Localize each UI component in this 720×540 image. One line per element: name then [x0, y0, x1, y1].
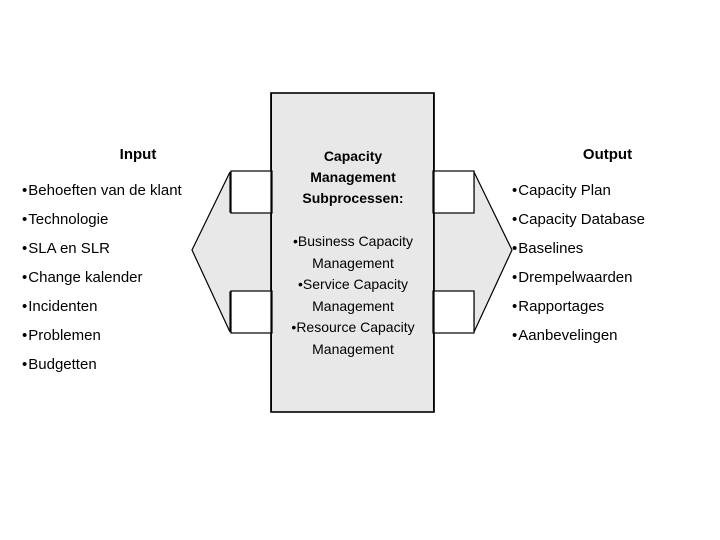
- list-item: •Change kalender: [10, 263, 266, 292]
- bullet-icon: •: [22, 269, 28, 286]
- subprocess-label-line2: Management: [312, 297, 394, 314]
- list-item: •Resource Capacity: [272, 317, 434, 339]
- notch-bottom-right: [432, 290, 475, 334]
- subprocess-list: •Business Capacity Management •Service C…: [272, 231, 434, 360]
- bullet-icon: •: [22, 211, 28, 228]
- input-item-label: Incidenten: [28, 298, 98, 315]
- input-item-label: Behoeften van de klant: [28, 182, 182, 199]
- bullet-icon: •: [22, 327, 28, 344]
- subprocess-label-line2-row: Management: [272, 339, 434, 361]
- input-column: Input •Behoeften van de klant •Technolog…: [10, 146, 266, 379]
- input-heading: Input: [119, 146, 157, 163]
- output-list: •Capacity Plan •Capacity Database •Basel…: [500, 176, 715, 350]
- bullet-icon: •: [512, 269, 518, 286]
- output-item-label: Aanbevelingen: [518, 327, 618, 344]
- input-item-label: Budgetten: [28, 356, 97, 373]
- arrow-shaft-overlap: [271, 212, 434, 292]
- bullet-icon: •: [512, 298, 518, 315]
- output-heading: Output: [582, 146, 633, 163]
- input-item-label: SLA en SLR: [28, 240, 110, 257]
- notch-bottom-left: [230, 290, 273, 334]
- list-item: •Aanbevelingen: [500, 321, 715, 350]
- bullet-icon: •: [512, 211, 518, 228]
- list-item: •Baselines: [500, 234, 715, 263]
- process-title-line: Capacity: [323, 148, 383, 164]
- bullet-icon: •: [22, 240, 28, 257]
- process-text-block: Capacity Management Subprocessen: •Busin…: [272, 146, 434, 360]
- input-list: •Behoeften van de klant •Technologie •SL…: [10, 176, 266, 379]
- process-title: Capacity Management Subprocessen:: [272, 146, 434, 209]
- list-item: •SLA en SLR: [10, 234, 266, 263]
- input-item-label: Change kalender: [28, 269, 143, 286]
- process-title-line: Management: [310, 169, 396, 185]
- bullet-icon: •: [291, 319, 297, 335]
- output-item-label: Drempelwaarden: [518, 269, 633, 286]
- subprocess-label-line2-row: Management: [272, 253, 434, 275]
- list-item: •Business Capacity: [272, 231, 434, 253]
- output-item-label: Baselines: [518, 240, 584, 257]
- input-item-label: Technologie: [28, 211, 109, 228]
- subprocess-label-line2: Management: [312, 254, 394, 271]
- list-item: •Rapportages: [500, 292, 715, 321]
- list-item: •Drempelwaarden: [500, 263, 715, 292]
- list-item: •Behoeften van de klant: [10, 176, 266, 205]
- output-item-label: Rapportages: [518, 298, 605, 315]
- subprocess-label-line1: Resource Capacity: [296, 319, 415, 335]
- bullet-icon: •: [22, 182, 28, 199]
- list-item: •Service Capacity: [272, 274, 434, 296]
- list-item: •Incidenten: [10, 292, 266, 321]
- process-title-line: Subprocessen:: [302, 190, 404, 206]
- input-item-label: Problemen: [28, 327, 101, 344]
- list-item: •Capacity Plan: [500, 176, 715, 205]
- list-item: •Technologie: [10, 205, 266, 234]
- subprocess-label-line1: Service Capacity: [302, 276, 408, 292]
- list-item: •Budgetten: [10, 350, 266, 379]
- bullet-icon: •: [512, 182, 518, 199]
- notch-top-right: [432, 170, 475, 214]
- subprocess-label-line2-row: Management: [272, 296, 434, 318]
- output-item-label: Capacity Plan: [518, 182, 611, 199]
- list-item: •Problemen: [10, 321, 266, 350]
- bullet-icon: •: [298, 276, 303, 292]
- bullet-icon: •: [512, 327, 518, 344]
- list-item: •Capacity Database: [500, 205, 715, 234]
- output-item-label: Capacity Database: [518, 211, 646, 228]
- bullet-icon: •: [512, 240, 518, 257]
- bullet-icon: •: [22, 356, 28, 373]
- output-column: Output •Capacity Plan •Capacity Database…: [500, 146, 715, 350]
- subprocess-label-line1: Business Capacity: [297, 233, 414, 249]
- subprocess-label-line2: Management: [312, 340, 394, 357]
- bullet-icon: •: [22, 298, 28, 315]
- bullet-icon: •: [292, 233, 298, 249]
